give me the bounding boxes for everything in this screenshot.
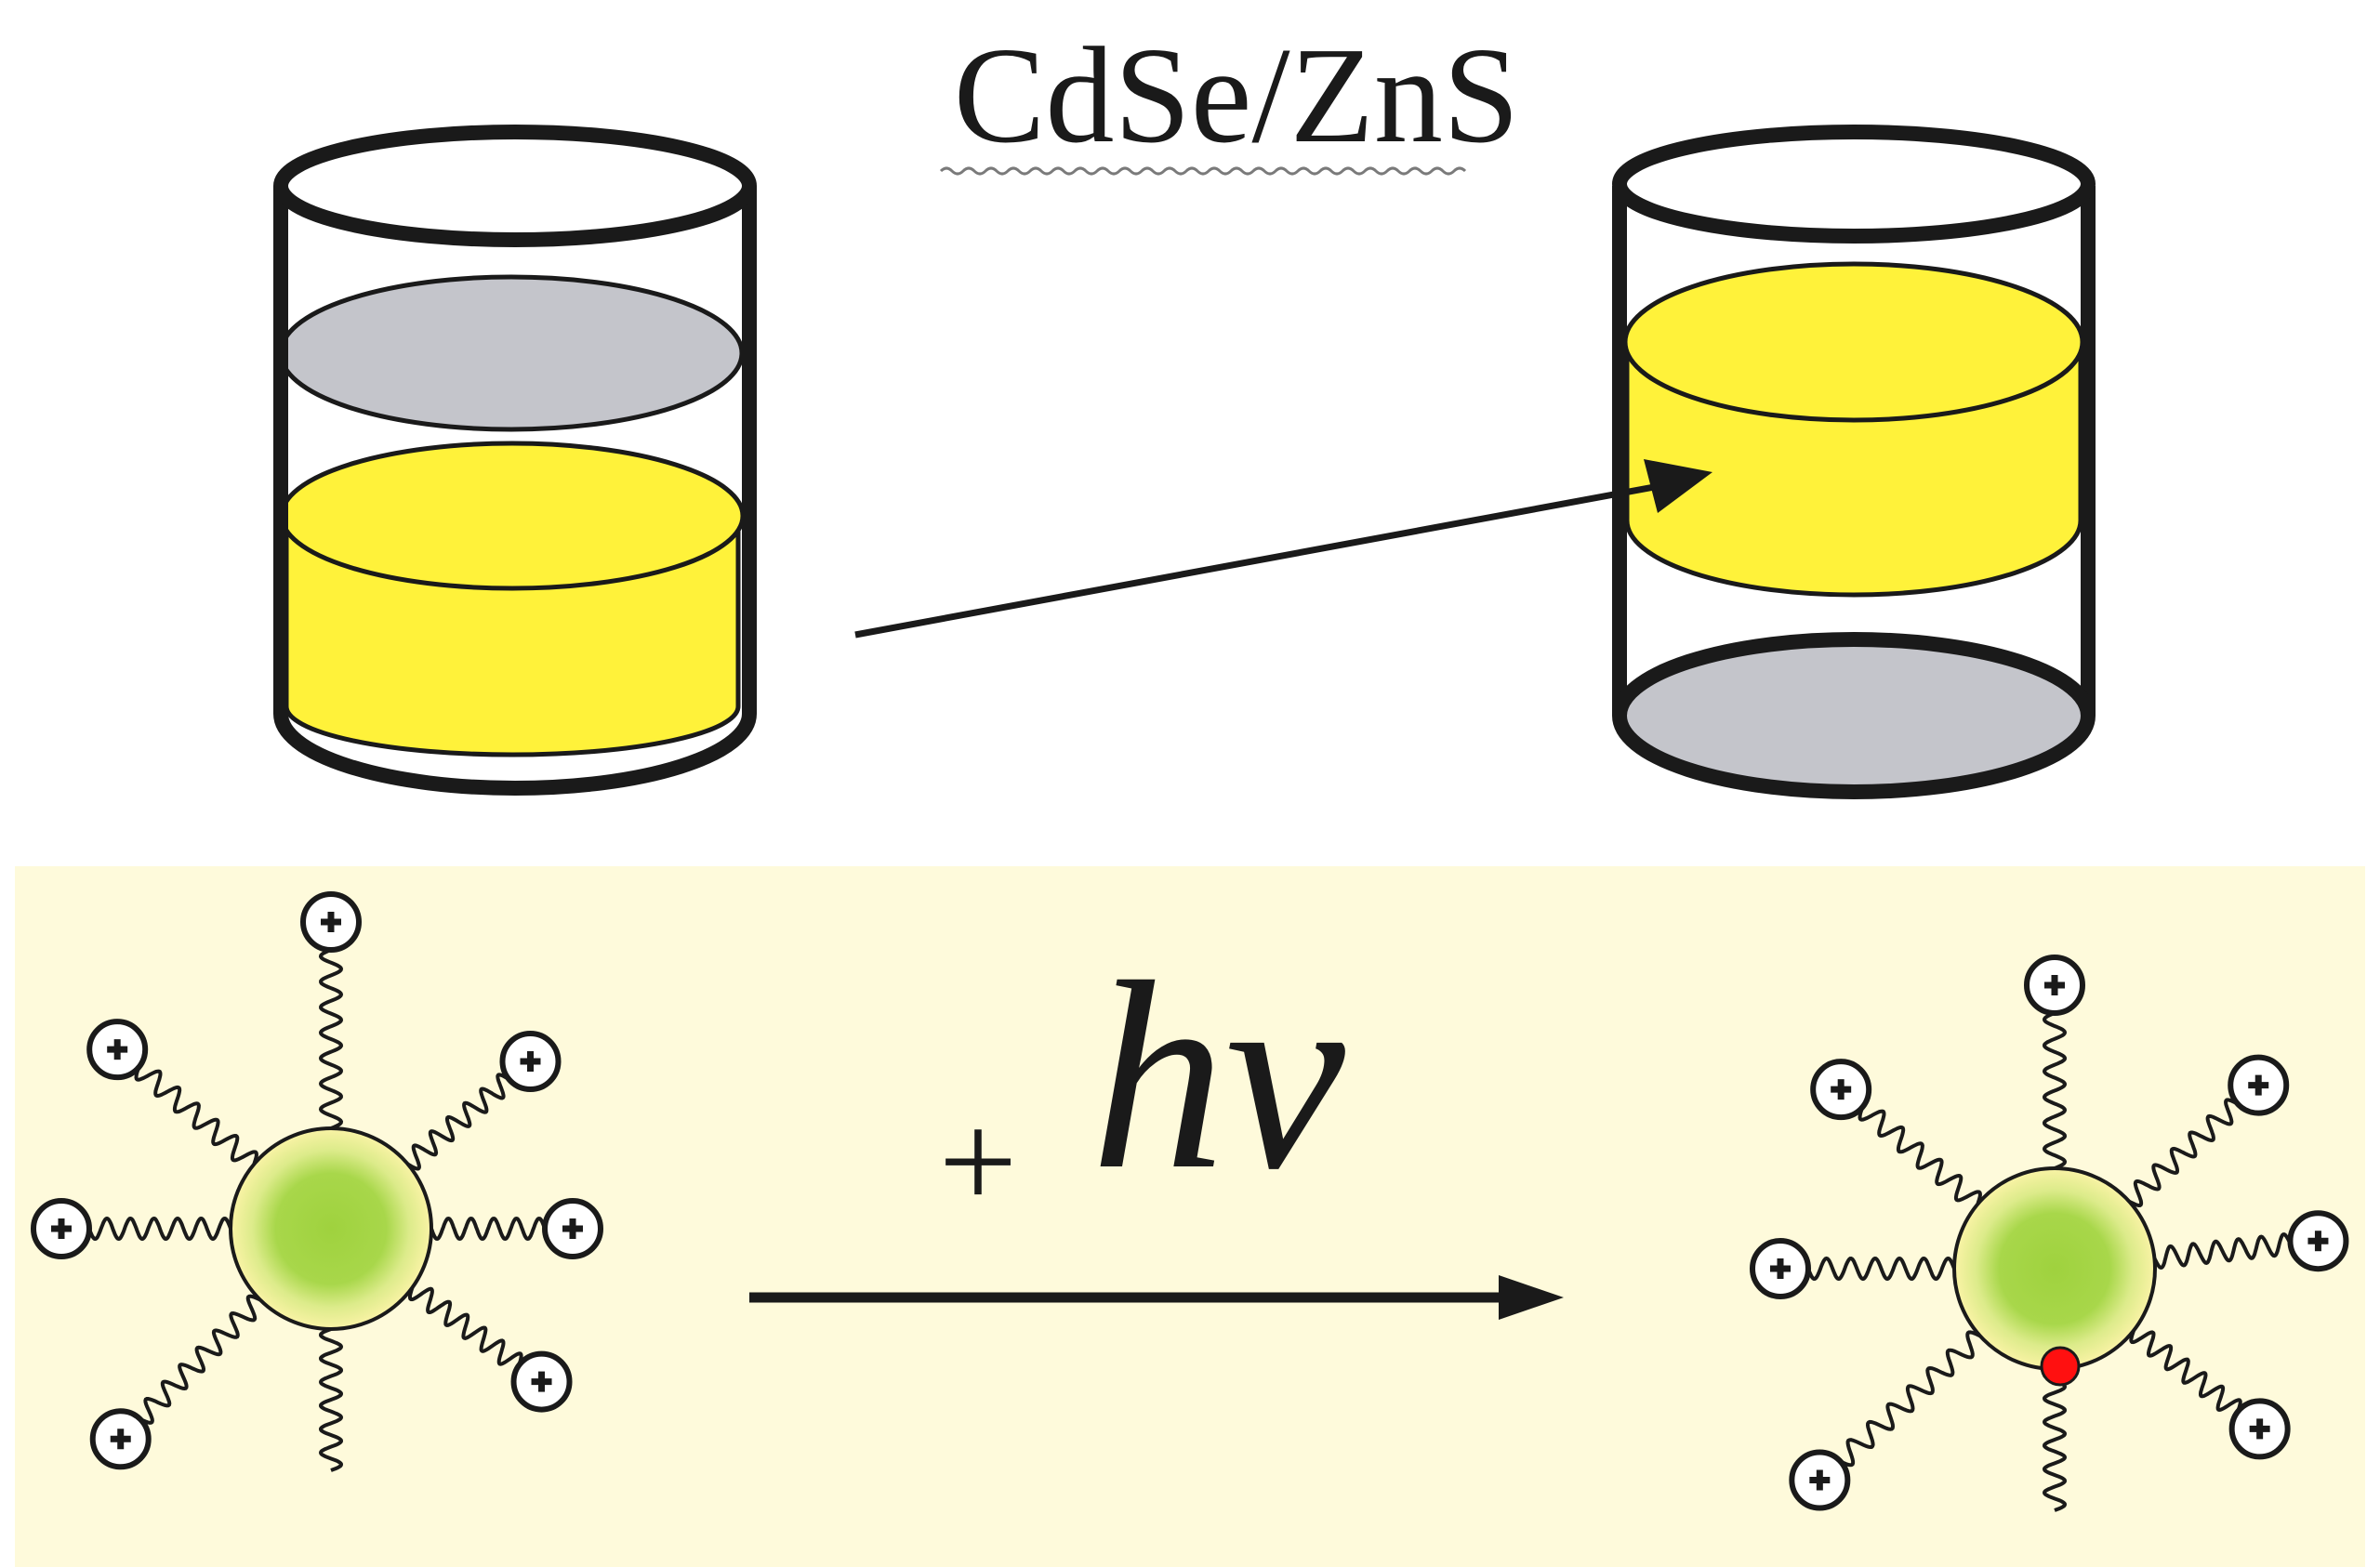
ligand-chain bbox=[2042, 1011, 2068, 1170]
plus-sign: + bbox=[939, 1085, 1018, 1239]
plus-circle-icon bbox=[499, 1031, 562, 1093]
ligand-chain bbox=[2129, 1329, 2242, 1413]
transfer-arrow bbox=[854, 459, 1712, 639]
reaction-arrow bbox=[749, 1275, 1564, 1320]
beaker-right bbox=[1612, 125, 2096, 799]
ligand-chain bbox=[318, 1327, 344, 1472]
ligand-chain bbox=[134, 1066, 258, 1165]
photon-label: hν bbox=[1091, 927, 1347, 1225]
ligand-chain bbox=[406, 1073, 510, 1171]
ligand-chain bbox=[1806, 1256, 1956, 1282]
quantum-dot-left bbox=[31, 891, 603, 1472]
yellow-phase-left-surface bbox=[279, 441, 746, 591]
ligand-chain bbox=[2152, 1232, 2293, 1270]
plus-circle-icon bbox=[1810, 1059, 1872, 1121]
beaker-left bbox=[273, 125, 757, 796]
ligand-chain bbox=[1858, 1106, 1982, 1205]
beaker-left-rim bbox=[273, 125, 757, 247]
plus-circle-icon bbox=[2228, 1054, 2290, 1116]
ligand-chain bbox=[139, 1294, 261, 1425]
plus-circle-icon bbox=[510, 1350, 573, 1413]
ligand-chain bbox=[318, 948, 344, 1130]
plus-circle-icon bbox=[300, 891, 362, 953]
plus-circle-icon bbox=[86, 1019, 149, 1081]
ligand-chain bbox=[430, 1216, 547, 1242]
plus-circle-icon bbox=[89, 1408, 152, 1470]
ligand-chain bbox=[1839, 1330, 1981, 1468]
yellow-phase-right-surface bbox=[1622, 261, 2085, 423]
plus-circle-icon bbox=[2287, 1210, 2349, 1272]
ligand-chain bbox=[408, 1286, 523, 1366]
ligand-chain bbox=[87, 1216, 232, 1242]
defect-site bbox=[2040, 1346, 2081, 1387]
ligand-chain bbox=[2042, 1367, 2068, 1512]
nanocrystal-core bbox=[229, 1126, 433, 1331]
plus-circle-icon bbox=[542, 1198, 603, 1259]
plus-circle-icon bbox=[1789, 1449, 1851, 1511]
plus-circle-icon bbox=[2228, 1398, 2291, 1460]
quantum-dot-right bbox=[1750, 955, 2349, 1512]
title-spellcheck-underline bbox=[939, 166, 1467, 176]
plus-circle-icon bbox=[31, 1198, 92, 1259]
ligand-chain bbox=[2128, 1098, 2239, 1208]
plus-circle-icon bbox=[2024, 955, 2085, 1016]
title-label: CdSe/ZnS bbox=[954, 20, 1520, 172]
gray-phase-left bbox=[278, 274, 745, 432]
beaker-right-rim bbox=[1612, 125, 2096, 244]
plus-circle-icon bbox=[1750, 1238, 1811, 1299]
nanocrystal-core bbox=[1952, 1166, 2157, 1371]
